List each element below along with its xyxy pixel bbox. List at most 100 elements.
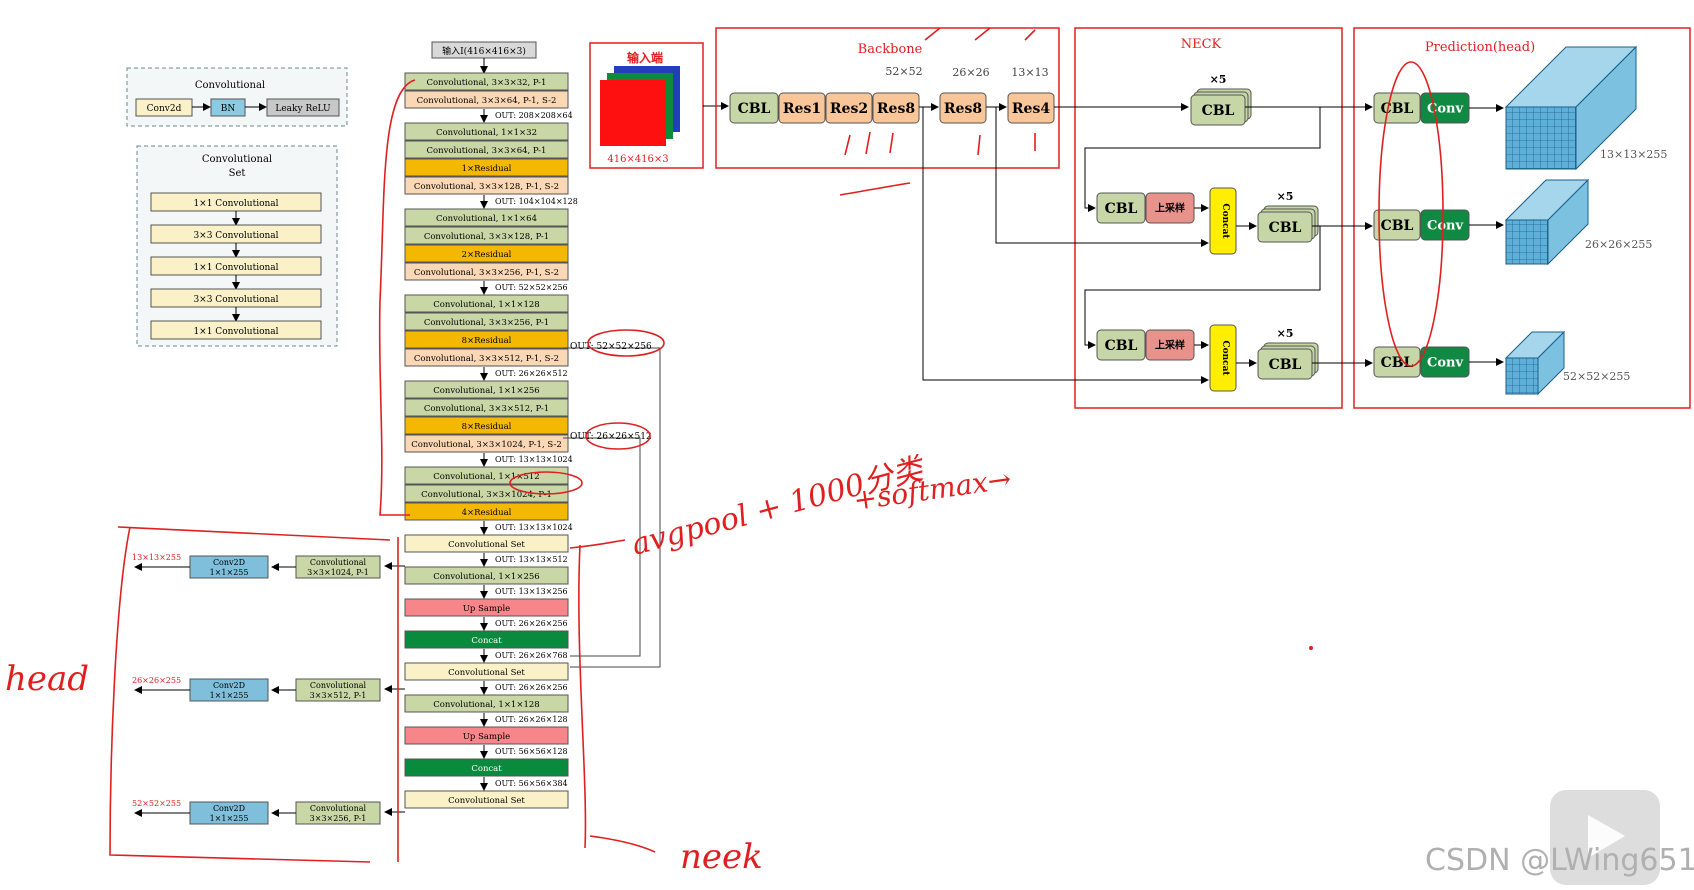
- darknet-block-label: Convolutional, 3×3×256, P-1: [424, 318, 549, 328]
- darknet-block-conv: [404, 122, 569, 141]
- darknet-out-label: OUT: 26×26×128: [495, 715, 568, 724]
- side-out-26: OUT: 26×26×512: [570, 432, 652, 442]
- legend-conv2d: Conv2d: [147, 104, 182, 114]
- darknet-out-label: OUT: 13×13×1024: [495, 523, 573, 532]
- head-conv-label: 3×3×512, P-1: [310, 691, 367, 700]
- darknet-block-label: Convolutional, 1×1×32: [436, 128, 537, 138]
- pred-cbl: [1373, 346, 1421, 378]
- scale-52: 52×52: [885, 65, 922, 78]
- darknet-block-label: Convolutional, 3×3×512, P-1: [424, 404, 549, 414]
- neck-concat-label: Concat: [1220, 203, 1230, 239]
- darknet-block-set: [404, 534, 569, 553]
- darknet-block-cat: [404, 758, 569, 777]
- darknet-block-label: 4×Residual: [462, 508, 512, 518]
- darknet-block-label: Convolutional Set: [448, 668, 525, 678]
- darknet-block-conv: [404, 208, 569, 227]
- backbone-block: [872, 92, 920, 124]
- neck-upsample-label: 上采样: [1155, 339, 1185, 352]
- pred-cbl-label: CBL: [1381, 355, 1414, 371]
- darknet-out-label: OUT: 13×13×1024: [495, 455, 573, 464]
- cbl-stack: [1257, 211, 1313, 243]
- neck-upsample-label: 上采样: [1155, 202, 1185, 215]
- times5-label: ×5: [1277, 190, 1294, 203]
- darknet-block-conv: [404, 484, 569, 503]
- neck-title: NECK: [1181, 37, 1222, 52]
- neck-panel: NECK: [1074, 27, 1343, 409]
- darknet-block-set: [404, 662, 569, 681]
- neck-concat: [1209, 187, 1237, 255]
- head-output-label: 13×13×255: [132, 553, 181, 562]
- legend-leaky-relu: Leaky ReLU: [275, 104, 331, 114]
- darknet-block-down: [404, 262, 569, 281]
- head-conv-label: Convolutional: [310, 804, 367, 813]
- cbl-stack-label: CBL: [1269, 220, 1302, 236]
- times5-label: ×5: [1210, 73, 1227, 86]
- head-conv2d-label: Conv2D: [213, 681, 245, 690]
- backbone-block-label: Res8: [944, 101, 982, 117]
- darknet-out-label: OUT: 13×13×512: [495, 555, 568, 564]
- watermark-text: CSDN @LWing651: [1425, 843, 1694, 878]
- darknet-block-label: Convolutional, 3×3×64, P-1, S-2: [417, 96, 557, 106]
- note-head: head: [5, 659, 89, 699]
- neck-cbl: [1096, 329, 1146, 361]
- darknet-out-label: OUT: 52×52×256: [495, 283, 568, 292]
- annotations: [109, 27, 1444, 863]
- darknet-out-label: OUT: 26×26×512: [495, 369, 568, 378]
- darknet-block-label: Up Sample: [463, 604, 510, 614]
- legend-set-item: [150, 320, 322, 340]
- backbone-block: [825, 92, 873, 124]
- output-13-label: 13×13×255: [1600, 148, 1667, 161]
- backbone-block-label: Res1: [783, 101, 821, 117]
- legend-convolutional: Convolutional Conv2d BN Leaky ReLU: [126, 67, 348, 127]
- darknet-block-label: Up Sample: [463, 732, 510, 742]
- darknet-block-label: Concat: [471, 764, 502, 774]
- darknet-block-conv: [404, 380, 569, 399]
- output-26-label: 26×26×255: [1585, 238, 1652, 251]
- darknet-block-conv: [404, 226, 569, 245]
- legend-set-item-label: 1×1 Convolutional: [193, 263, 278, 273]
- darknet-block-set: [404, 790, 569, 809]
- darknet-block-label: Convolutional Set: [448, 540, 525, 550]
- darknet-block-down: [404, 348, 569, 367]
- darknet-blocks: Convolutional, 3×3×32, P-1Convolutional,…: [404, 72, 578, 809]
- darknet-block-label: 1×Residual: [462, 164, 512, 174]
- darknet-block-res: [404, 502, 569, 521]
- darknet-block-down: [404, 90, 569, 109]
- head-conv2d-label: Conv2D: [213, 558, 245, 567]
- darknet-block-label: Convolutional, 3×3×512, P-1, S-2: [414, 354, 559, 364]
- darknet-block-conv: [404, 312, 569, 331]
- legend-bn: BN: [221, 104, 236, 114]
- darknet-block-up: [404, 726, 569, 745]
- neck-concat: [1209, 324, 1237, 392]
- darknet-block-label: Convolutional, 1×1×512: [433, 472, 539, 482]
- backbone-block-label: Res8: [877, 101, 915, 117]
- output-cube-52-side: [1537, 330, 1565, 396]
- backbone-title: Backbone: [858, 42, 923, 57]
- head-conv2d-label: 1×1×255: [210, 691, 249, 700]
- head-conv2d-label: Conv2D: [213, 804, 245, 813]
- pred-cbl-label: CBL: [1381, 218, 1414, 234]
- backbone-block: [778, 92, 826, 124]
- darknet-block-label: Convolutional, 3×3×256, P-1, S-2: [414, 268, 559, 278]
- darknet-block-label: 2×Residual: [462, 250, 512, 260]
- pred-conv-label: Conv: [1427, 356, 1463, 371]
- connector: [1084, 107, 1321, 212]
- darknet-block-label: Convolutional, 3×3×128, P-1, S-2: [414, 182, 559, 192]
- darknet-block-label: Convolutional, 3×3×128, P-1: [424, 232, 549, 242]
- side-out-52: OUT: 52×52×256: [570, 342, 652, 352]
- head-output-label: 52×52×255: [132, 799, 181, 808]
- neck-cbl-label: CBL: [1105, 338, 1138, 354]
- output-cube-26-side: [1547, 178, 1589, 266]
- pred-cbl-label: CBL: [1381, 101, 1414, 117]
- darknet-out-label: OUT: 26×26×256: [495, 619, 568, 628]
- darknet-out-label: OUT: 13×13×256: [495, 587, 568, 596]
- legend-set-item-label: 3×3 Convolutional: [193, 231, 278, 241]
- darknet-block-label: 8×Residual: [462, 422, 512, 432]
- darknet-block-down: [404, 434, 569, 453]
- legend-set-title-1: Convolutional: [202, 154, 272, 165]
